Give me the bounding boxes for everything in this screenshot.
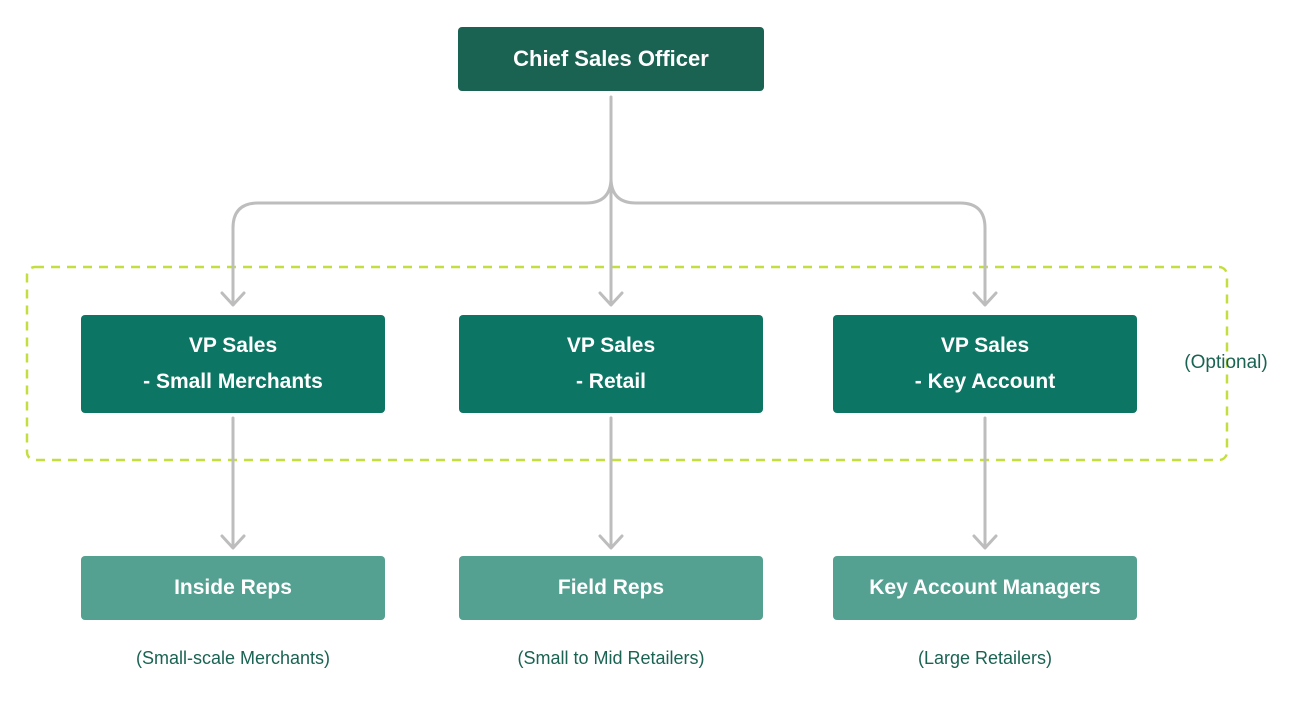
node-field-reps: Field Reps: [459, 556, 763, 620]
node-vp-small-merchants: VP Sales - Small Merchants: [81, 315, 385, 413]
arrowhead-field-reps: [598, 534, 624, 550]
node-vp-retail: VP Sales - Retail: [459, 315, 763, 413]
node-key-account-managers: Key Account Managers: [833, 556, 1137, 620]
node-chief-sales-officer: Chief Sales Officer: [458, 27, 764, 91]
optional-group-border: [25, 265, 1229, 462]
node-key-account-managers-label: Key Account Managers: [869, 576, 1101, 599]
caption-key-account-managers: (Large Retailers): [917, 648, 1053, 668]
node-inside-reps-label: Inside Reps: [174, 576, 292, 599]
node-vp-key-account-line2: - Key Account: [914, 370, 1056, 393]
node-vp-small-merchants-line2: - Small Merchants: [143, 370, 323, 393]
node-vp-key-account-line1: VP Sales: [940, 334, 1030, 357]
node-field-reps-label: Field Reps: [557, 576, 665, 599]
node-chief-sales-officer-label: Chief Sales Officer: [513, 46, 709, 71]
caption-inside-reps: (Small-scale Merchants): [135, 648, 331, 668]
node-vp-retail-line1: VP Sales: [566, 334, 656, 357]
connector-root-to-small-merchants: [231, 176, 613, 305]
arrowhead-inside-reps: [220, 534, 246, 550]
optional-label: (Optional): [1184, 352, 1268, 373]
arrowhead-retail: [598, 291, 624, 307]
node-vp-retail-line2: - Retail: [575, 370, 646, 393]
caption-field-reps: (Small to Mid Retailers): [517, 648, 705, 668]
arrowhead-small-merchants: [220, 291, 246, 307]
arrowhead-key-account: [972, 291, 998, 307]
node-inside-reps: Inside Reps: [81, 556, 385, 620]
node-vp-key-account: VP Sales - Key Account: [833, 315, 1137, 413]
node-vp-small-merchants-line1: VP Sales: [188, 334, 278, 357]
connector-root-to-key-account: [609, 176, 987, 305]
arrowhead-kam: [972, 534, 998, 550]
